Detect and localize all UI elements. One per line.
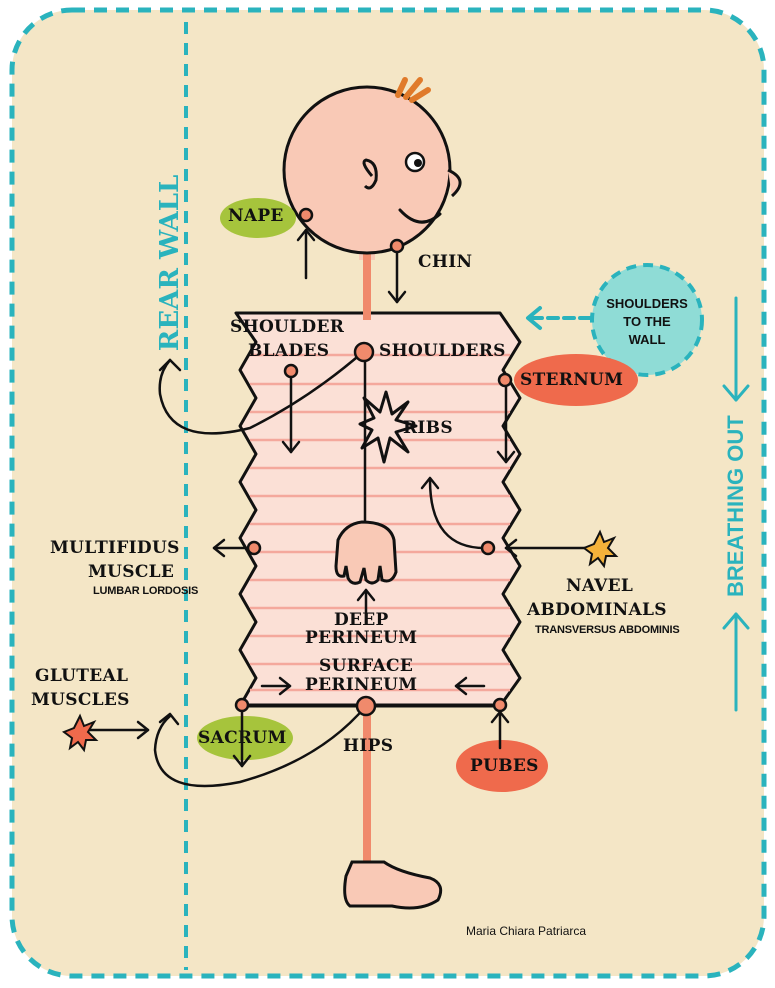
- multifidus-joint: [248, 542, 260, 554]
- shoulder-blades-label-line1: SHOULDER: [230, 317, 344, 337]
- lumbar-lordosis-label: LUMBAR LORDOSIS: [93, 585, 198, 597]
- gluteal-label-line1: GLUTEAL: [35, 666, 128, 686]
- surface-perineum-label-line1: SURFACE: [319, 656, 413, 676]
- sacrum-label: SACRUM: [198, 728, 287, 748]
- multifidus-label-line1: MULTIFIDUS: [50, 538, 180, 558]
- nape-label: NAPE: [228, 206, 284, 226]
- shoulders-joint: [355, 343, 373, 361]
- ribs-label: RIBS: [403, 418, 453, 438]
- surface-perineum-label-line2: PERINEUM: [305, 675, 417, 695]
- navel-joint: [482, 542, 494, 554]
- nape-joint: [300, 209, 312, 221]
- shoulder-blades-label-line2: BLADES: [248, 341, 329, 361]
- transversus-label: TRANSVERSUS ABDOMINIS: [535, 624, 680, 636]
- chin-label: CHIN: [418, 252, 472, 272]
- deep-perineum-label-line2: PERINEUM: [305, 628, 417, 648]
- deep-perineum-label-line1: DEEP: [334, 610, 389, 630]
- gluteal-label-line2: MUSCLES: [31, 690, 130, 710]
- pubes-label: PUBES: [470, 756, 539, 776]
- shoulders-label: SHOULDERS: [379, 341, 506, 361]
- rear-wall-label: REAR WALL: [155, 173, 185, 353]
- navel-label: NAVEL: [566, 576, 633, 596]
- sacrum-joint: [236, 699, 248, 711]
- shoulders-to-wall-line3: WALL: [597, 332, 697, 347]
- shoulder-blades-joint: [285, 365, 297, 377]
- chin-joint: [391, 240, 403, 252]
- hips-label: HIPS: [343, 736, 393, 756]
- hand: [336, 522, 396, 583]
- sternum-joint: [499, 374, 511, 386]
- hips-joint: [357, 697, 375, 715]
- shoulders-to-wall-line1: SHOULDERS: [597, 296, 697, 311]
- pubes-joint: [494, 699, 506, 711]
- sternum-label: STERNUM: [520, 370, 623, 390]
- multifidus-label-line2: MUSCLE: [88, 562, 174, 582]
- shoulders-to-wall-line2: TO THE: [597, 314, 697, 329]
- abdominals-label: ABDOMINALS: [527, 600, 667, 620]
- author-credit: Maria Chiara Patriarca: [466, 924, 586, 938]
- breathing-out-label: BREATHING OUT: [723, 417, 749, 597]
